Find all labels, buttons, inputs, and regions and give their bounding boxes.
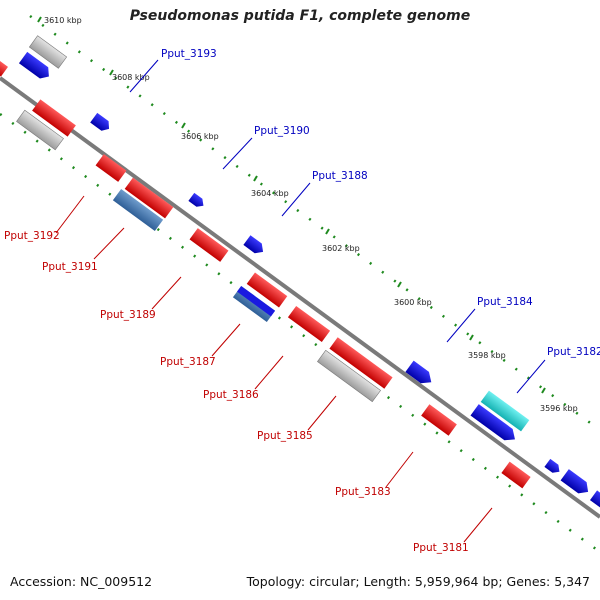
label-leader-line — [222, 137, 253, 170]
gene-feature[interactable] — [470, 404, 519, 445]
gene-feature[interactable] — [28, 35, 68, 69]
genome-summary-text: Topology: circular; Length: 5,959,964 bp… — [246, 574, 590, 589]
genome-backbone — [0, 76, 600, 519]
gene-feature[interactable] — [18, 51, 53, 82]
tick-label: 3608 kbp — [112, 73, 150, 82]
gene-label[interactable]: Pput_3182 — [547, 346, 600, 358]
tick-label: 3604 kbp — [251, 189, 289, 198]
tick-mark — [253, 175, 258, 182]
gene-label[interactable]: Pput_3186 — [203, 389, 259, 401]
tick-label: 3598 kbp — [468, 351, 506, 360]
map-title: Pseudomonas putida F1, complete genome — [129, 8, 471, 24]
label-leader-line — [307, 395, 337, 431]
tick-label: 3610 kbp — [44, 16, 82, 25]
gene-feature[interactable] — [232, 285, 276, 323]
gene-label[interactable]: Pput_3192 — [4, 230, 60, 242]
gene-label[interactable]: Pput_3187 — [160, 356, 216, 368]
gene-feature[interactable] — [243, 235, 266, 256]
label-leader-line — [463, 507, 493, 543]
gene-feature[interactable] — [287, 305, 331, 343]
gene-label[interactable]: Pput_3190 — [254, 125, 310, 137]
gene-feature[interactable] — [480, 390, 530, 432]
gene-label[interactable]: Pput_3193 — [161, 48, 217, 60]
label-leader-line — [151, 276, 182, 310]
tick-label: 3602 kbp — [322, 244, 360, 253]
gene-feature[interactable] — [421, 404, 457, 436]
gene-feature[interactable] — [124, 177, 174, 219]
accession-text: Accession: NC_009512 — [10, 574, 153, 589]
label-leader-line — [211, 323, 241, 357]
tick-mark — [397, 281, 402, 288]
label-leader-line — [446, 308, 476, 343]
label-leader-line — [93, 227, 125, 260]
gene-feature[interactable] — [560, 469, 593, 497]
gene-label[interactable]: Pput_3191 — [42, 261, 98, 273]
gene-label[interactable]: Pput_3185 — [257, 430, 313, 442]
tick-mark — [109, 69, 114, 76]
gene-feature[interactable] — [95, 154, 127, 182]
gene-feature[interactable] — [405, 360, 435, 388]
tick-label: 3606 kbp — [181, 132, 219, 141]
gene-feature[interactable] — [90, 112, 112, 134]
gene-label[interactable]: Pput_3181 — [413, 542, 469, 554]
gene-feature[interactable] — [329, 337, 393, 389]
gene-label[interactable]: Pput_3188 — [312, 170, 368, 182]
gene-feature[interactable] — [188, 192, 206, 210]
gene-feature[interactable] — [32, 99, 76, 137]
label-leader-line — [385, 451, 414, 488]
label-leader-line — [55, 195, 85, 234]
label-leader-line — [129, 59, 159, 93]
gene-label[interactable]: Pput_3183 — [335, 486, 391, 498]
gene-feature[interactable] — [501, 461, 531, 489]
label-leader-line — [254, 355, 284, 390]
gene-feature[interactable] — [590, 490, 600, 509]
scale-track-inner — [0, 112, 600, 554]
gene-feature[interactable] — [189, 228, 229, 262]
gene-feature[interactable] — [246, 272, 288, 308]
label-leader-line — [281, 182, 311, 217]
tick-mark — [541, 387, 546, 394]
gene-label[interactable]: Pput_3184 — [477, 296, 533, 308]
gene-label[interactable]: Pput_3189 — [100, 309, 156, 321]
gene-feature[interactable] — [544, 458, 562, 476]
label-leader-line — [516, 359, 546, 394]
gene-feature[interactable] — [16, 109, 64, 151]
tick-mark — [37, 16, 42, 23]
gene-feature[interactable] — [0, 52, 8, 77]
tick-mark — [469, 334, 474, 341]
tick-label: 3596 kbp — [540, 404, 578, 413]
tick-mark — [181, 122, 186, 129]
gene-feature[interactable] — [112, 188, 164, 232]
gene-feature[interactable] — [317, 349, 381, 403]
tick-label: 3600 kbp — [394, 298, 432, 307]
tick-mark — [325, 228, 330, 235]
